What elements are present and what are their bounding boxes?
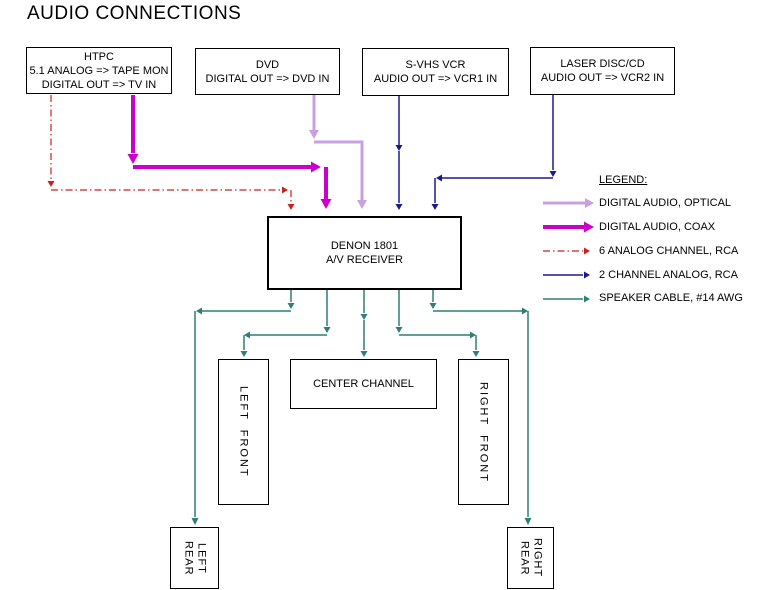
legend-arrow-optical	[543, 198, 594, 208]
connector-analog2-laser-to-receiver	[431, 95, 557, 210]
node-receiver-line1: DENON 1801	[330, 240, 399, 252]
node-center-channel: CENTER CHANNEL	[290, 359, 437, 409]
connector-speaker-right-front	[395, 287, 480, 357]
node-center-label: CENTER CHANNEL	[313, 378, 414, 390]
node-dvd-line1: DVD	[255, 58, 280, 71]
legend-label-optical: DIGITAL AUDIO, OPTICAL	[599, 197, 732, 209]
legend-label-coax: DIGITAL AUDIO, COAX	[599, 221, 716, 233]
node-right-rear-label: RIGHT REAR	[518, 538, 544, 577]
node-svhs-line1: S-VHS VCR	[405, 59, 466, 71]
legend-label-speaker: SPEAKER CABLE, #14 AWG	[599, 292, 743, 304]
legend-arrow-analog6	[543, 247, 590, 255]
legend-heading: LEGEND:	[599, 174, 648, 186]
legend-label-analog6: 6 ANALOG CHANNEL, RCA	[599, 245, 739, 257]
node-right-rear: RIGHT REAR	[507, 527, 554, 589]
node-right-front-label: RIGHT FRONT	[477, 381, 490, 483]
connector-speaker-center	[360, 287, 368, 357]
node-htpc-line3: DIGITAL OUT => TV IN	[41, 78, 157, 91]
node-right-front: RIGHT FRONT	[458, 359, 509, 505]
node-laser-line2: AUDIO OUT => VCR2 IN	[540, 72, 665, 84]
node-laser-line1: LASER DISC/CD	[560, 58, 645, 70]
node-svhs-vcr: S-VHS VCR AUDIO OUT => VCR1 IN	[362, 48, 509, 96]
node-htpc-line2: 5.1 ANALOG => TAPE MON	[29, 64, 169, 77]
legend-label-analog2: 2 CHANNEL ANALOG, RCA	[599, 269, 738, 281]
node-svhs-line2: AUDIO OUT => VCR1 IN	[373, 73, 498, 85]
page-title: AUDIO CONNECTIONS	[27, 3, 242, 24]
node-dvd-line2: DIGITAL OUT => DVD IN	[205, 72, 330, 85]
connector-coax-htpc-to-receiver	[127, 95, 332, 209]
node-receiver-line2: A/V RECEIVER	[325, 254, 404, 266]
node-left-rear: LEFT REAR	[170, 527, 219, 589]
connector-analog2-svhs-to-receiver	[395, 95, 403, 210]
node-receiver: DENON 1801 A/V RECEIVER	[267, 216, 462, 290]
legend-arrow-analog2	[543, 271, 590, 279]
node-laser-disc: LASER DISC/CD AUDIO OUT => VCR2 IN	[530, 47, 675, 95]
node-htpc-line1: HTPC	[84, 50, 114, 63]
node-right-rear-line1: RIGHT	[531, 538, 544, 578]
node-left-rear-line1: LEFT	[195, 542, 208, 574]
node-dvd: DVD DIGITAL OUT => DVD IN	[195, 48, 340, 95]
node-right-rear-line2: REAR	[518, 540, 531, 576]
node-left-rear-line2: REAR	[182, 540, 195, 576]
connector-optical-dvd-to-receiver	[309, 95, 367, 209]
legend-arrow-coax	[543, 221, 594, 233]
node-left-front: LEFT FRONT	[218, 359, 269, 505]
node-left-rear-label: LEFT REAR	[182, 541, 208, 576]
legend-arrow-speaker	[543, 295, 590, 303]
connector-analog6-htpc-to-receiver	[47, 95, 295, 210]
node-left-front-label: LEFT FRONT	[237, 386, 250, 478]
connector-speaker-left-front	[240, 287, 331, 357]
node-htpc: HTPC 5.1 ANALOG => TAPE MON DIGITAL OUT …	[26, 47, 172, 94]
